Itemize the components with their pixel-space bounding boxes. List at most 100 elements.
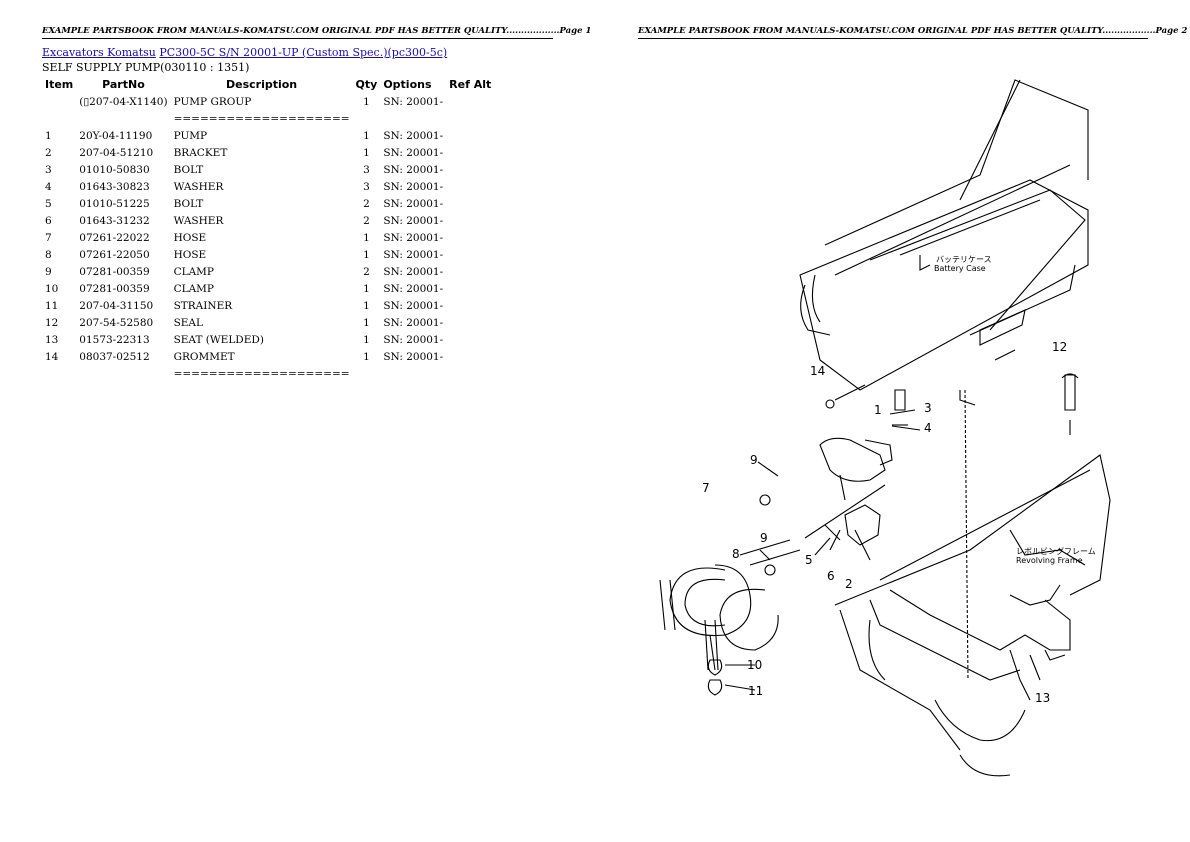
callout-7: 7 — [702, 481, 710, 495]
group-partno: (▯207-04-X1140) — [79, 95, 168, 108]
row-qty: 1 — [363, 333, 370, 346]
row-qty: 1 — [363, 316, 370, 329]
row-options: SN: 20001- — [383, 129, 444, 142]
row-description: GROMMET — [173, 350, 235, 363]
row-refalt — [446, 297, 494, 314]
row-refalt — [446, 314, 494, 331]
callout-11: 11 — [748, 684, 763, 698]
row-qty: 2 — [363, 265, 370, 278]
row-item: 4 — [45, 180, 52, 193]
strainer-11 — [707, 679, 723, 696]
callout-14: 14 — [810, 364, 825, 378]
callout-3: 3 — [924, 401, 932, 415]
row-qty: 1 — [363, 299, 370, 312]
row-qty: 1 — [363, 129, 370, 142]
row-partno: 01010-51225 — [79, 197, 150, 210]
callout-13: 13 — [1035, 691, 1050, 705]
row-options: SN: 20001- — [383, 350, 444, 363]
breadcrumb-link-category[interactable]: Excavators Komatsu — [42, 46, 156, 59]
separator-row: ==================== — [42, 110, 494, 127]
row-partno: 207-04-51210 — [79, 146, 154, 159]
row-partno: 01010-50830 — [79, 163, 150, 176]
column-header-refalt: Ref Alt — [449, 78, 492, 91]
callout-1: 1 — [874, 403, 882, 417]
row-qty: 3 — [363, 163, 370, 176]
callout-5: 5 — [805, 553, 813, 567]
row-refalt — [446, 127, 494, 144]
row-partno: 08037-02512 — [79, 350, 150, 363]
revolving-frame-outline — [834, 454, 1111, 606]
row-description: BOLT — [173, 197, 204, 210]
callout-6: 6 — [827, 569, 835, 583]
row-partno: 07261-22022 — [79, 231, 150, 244]
row-refalt — [446, 246, 494, 263]
row-partno: 01573-22313 — [79, 333, 150, 346]
callout-12: 12 — [1052, 340, 1067, 354]
page-header-left: EXAMPLE PARTSBOOK FROM MANUALS-KOMATSU.C… — [42, 26, 591, 39]
row-options: SN: 20001- — [383, 197, 444, 210]
row-item: 6 — [45, 214, 52, 227]
row-options: SN: 20001- — [383, 231, 444, 244]
row-refalt — [446, 331, 494, 348]
callout-8: 8 — [732, 547, 740, 561]
clamp-9-bottom — [764, 564, 776, 576]
row-item: 12 — [45, 316, 59, 329]
row-refalt — [446, 229, 494, 246]
row-qty: 1 — [363, 146, 370, 159]
row-item: 9 — [45, 265, 52, 278]
row-description: STRAINER — [173, 299, 233, 312]
parts-table: Item PartNo Description Qty Options Ref … — [42, 77, 494, 382]
column-header-description: Description — [225, 78, 298, 91]
row-partno: 07281-00359 — [79, 265, 150, 278]
row-options: SN: 20001- — [383, 163, 444, 176]
row-refalt — [446, 263, 494, 280]
row-item: 7 — [45, 231, 52, 244]
row-partno: 20Y-04-11190 — [79, 129, 153, 142]
group-qty: 1 — [363, 95, 370, 108]
row-options: SN: 20001- — [383, 248, 444, 261]
clamp-10 — [707, 659, 723, 676]
row-options: SN: 20001- — [383, 214, 444, 227]
row-options: SN: 20001- — [383, 299, 444, 312]
row-item: 1 — [45, 129, 52, 142]
revolving-frame-label-jp: レボルビングフレーム — [1016, 546, 1096, 556]
row-item: 8 — [45, 248, 52, 261]
row-description: BRACKET — [173, 146, 228, 159]
row-refalt — [446, 178, 494, 195]
hose-8 — [719, 588, 779, 651]
row-description: SEAL — [173, 316, 203, 329]
row-description: CLAMP — [173, 282, 214, 295]
row-refalt — [446, 212, 494, 229]
group-description: PUMP GROUP — [173, 95, 252, 108]
callout-4: 4 — [924, 421, 932, 435]
group-options: SN: 20001- — [383, 95, 444, 108]
row-partno: 07261-22050 — [79, 248, 150, 261]
row-refalt — [446, 280, 494, 297]
row-refalt — [446, 195, 494, 212]
table-header-row: Item PartNo Description Qty Options Ref … — [42, 77, 494, 93]
row-options: SN: 20001- — [383, 265, 444, 278]
callout-9-top: 9 — [750, 453, 758, 467]
row-description: WASHER — [173, 180, 224, 193]
group-row: (▯207-04-X1140) PUMP GROUP 1 SN: 20001- — [42, 93, 494, 110]
column-header-options: Options — [383, 78, 432, 91]
row-item: 10 — [45, 282, 59, 295]
row-refalt — [446, 348, 494, 365]
breadcrumb: Excavators Komatsu PC300-5C S/N 20001-UP… — [42, 46, 447, 59]
breadcrumb-link-model[interactable]: PC300-5C S/N 20001-UP (Custom Spec.)(pc3… — [159, 46, 448, 59]
pump-body — [819, 437, 886, 482]
page-header-right: EXAMPLE PARTSBOOK FROM MANUALS-KOMATSU.C… — [638, 26, 1187, 39]
row-description: CLAMP — [173, 265, 214, 278]
row-qty: 1 — [363, 350, 370, 363]
row-partno: 01643-30823 — [79, 180, 150, 193]
hose-7 — [669, 564, 752, 637]
separator-top: ==================== — [173, 112, 350, 125]
table-row: 9 07281-00359 CLAMP 2 SN: 20001- — [42, 263, 494, 280]
row-refalt — [446, 144, 494, 161]
